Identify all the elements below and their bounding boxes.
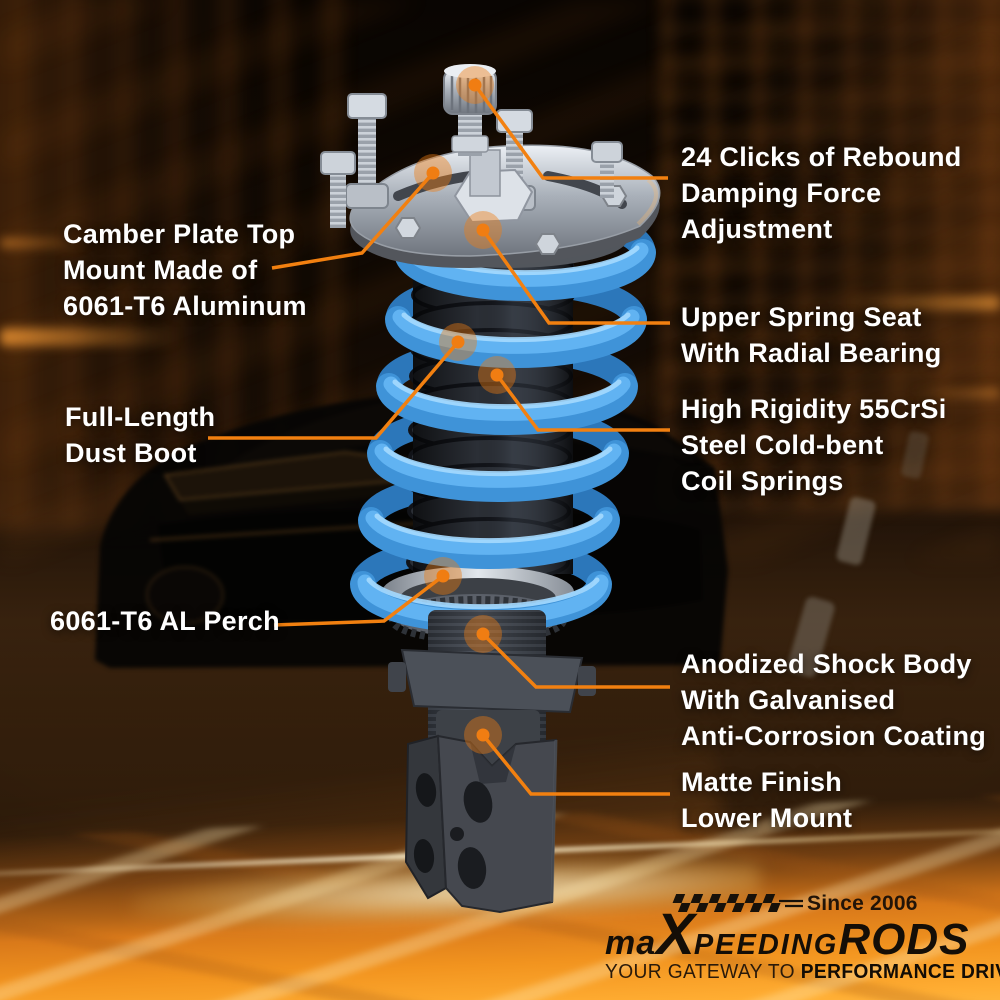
camber-plate (349, 144, 661, 268)
speed-lines-icon (779, 899, 803, 907)
brand-tagline: YOUR GATEWAY TO PERFORMANCE DRIVING (605, 961, 1000, 984)
marker-dots (414, 66, 516, 754)
callout-coil-springs: High Rigidity 55CrSi Steel Cold-bent Coi… (681, 391, 947, 499)
callout-rebound-damping: 24 Clicks of Rebound Damping Force Adjus… (681, 139, 962, 247)
brand-ma: ma (605, 924, 657, 963)
callout-line: Adjustment (681, 214, 833, 244)
brand-wordmark: ma X PEEDING RODS (605, 901, 968, 967)
logo-top-row: Since 2006 (663, 892, 950, 916)
coil-spring-front (350, 239, 656, 633)
callout-line: 6061-T6 AL Perch (50, 606, 280, 636)
brand-x: X (656, 901, 695, 967)
callout-upper-spring-seat: Upper Spring Seat With Radial Bearing (681, 299, 942, 371)
callout-camber-plate: Camber Plate Top Mount Made of 6061-T6 A… (63, 216, 307, 324)
callout-dust-boot: Full-Length Dust Boot (65, 399, 215, 471)
tagline-regular: YOUR GATEWAY TO (605, 961, 801, 983)
callout-line: 24 Clicks of Rebound (681, 142, 962, 172)
callout-line: Mount Made of (63, 255, 258, 285)
callout-shock-body: Anodized Shock Body With Galvanised Anti… (681, 646, 986, 754)
tagline-bold: PERFORMANCE DRIVING (800, 961, 1000, 983)
callout-line: With Galvanised (681, 685, 896, 715)
callout-line: Full-Length (65, 402, 216, 432)
callout-line: Damping Force (681, 178, 882, 208)
callout-line: Anodized Shock Body (681, 649, 972, 679)
brand-peeding: PEEDING (693, 929, 839, 962)
lower-mount-bracket (404, 734, 558, 914)
spring-perch (382, 566, 574, 644)
callout-line: Camber Plate Top (63, 219, 296, 249)
callout-line: Matte Finish (681, 767, 843, 797)
coil-spring-back (350, 203, 656, 597)
callout-lower-mount: Matte Finish Lower Mount (681, 764, 852, 836)
light-streak (0, 328, 180, 346)
leader-lines (208, 83, 670, 796)
callout-line: Lower Mount (681, 803, 853, 833)
callout-line: Anti-Corrosion Coating (681, 721, 987, 751)
callout-line: Steel Cold-bent (681, 430, 884, 460)
brand-logo: Since 2006 ma X PEEDING RODS YOUR GATEWA… (605, 892, 1000, 984)
callout-line: Upper Spring Seat (681, 302, 922, 332)
callout-line: High Rigidity 55CrSi (681, 394, 947, 424)
callout-line: Dust Boot (65, 438, 197, 468)
callout-line: 6061-T6 Aluminum (63, 291, 307, 321)
callout-line: With Radial Bearing (681, 338, 942, 368)
dust-boot-bellows (406, 247, 575, 583)
damping-adjustment-knob (443, 64, 534, 224)
callout-al-perch: 6061-T6 AL Perch (50, 603, 280, 639)
since-label: Since 2006 (807, 891, 918, 915)
camber-plate-studs (320, 93, 623, 228)
shock-body (388, 610, 596, 766)
brand-rods: RODS (838, 914, 970, 964)
upper-spring-seat (388, 191, 644, 268)
callout-line: Coil Springs (681, 466, 844, 496)
